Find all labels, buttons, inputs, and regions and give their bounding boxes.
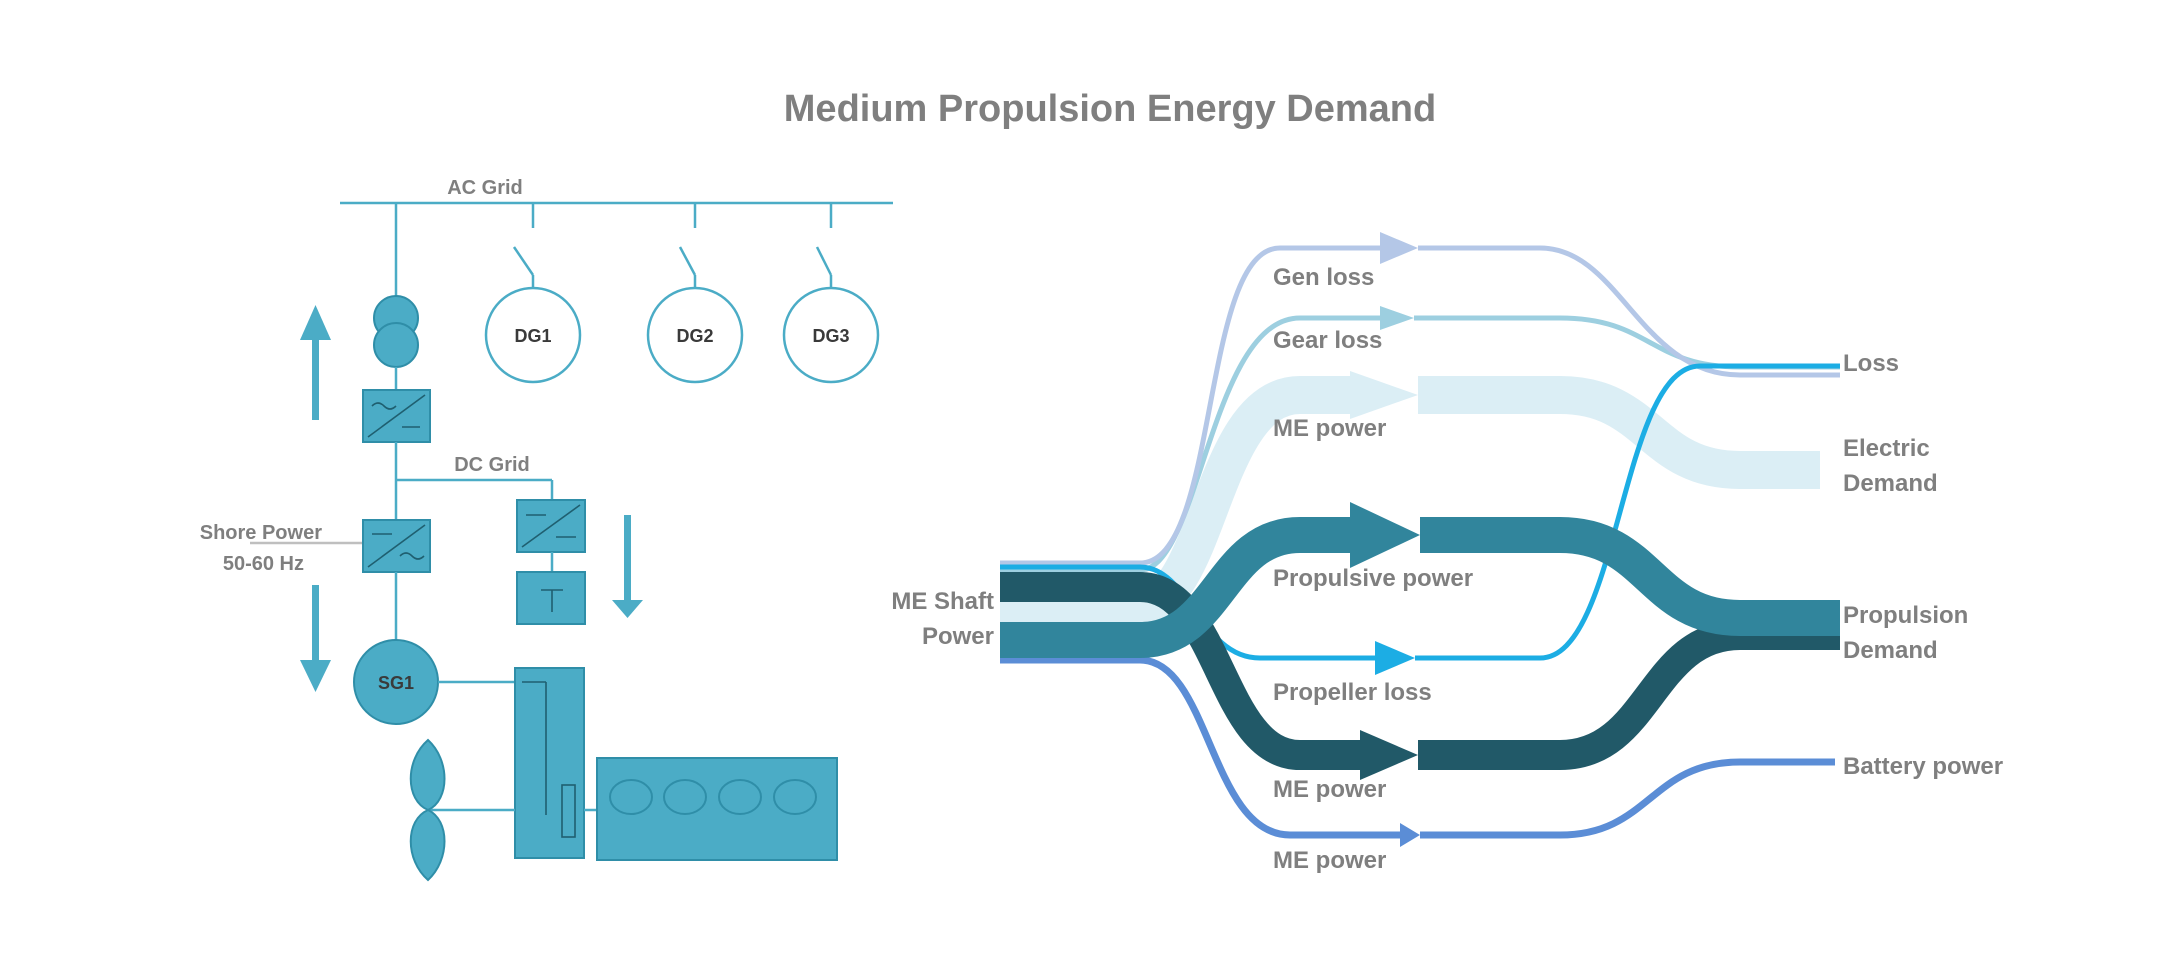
- shaft-generator-label: SG1: [378, 673, 414, 693]
- flow-gen-loss: [1000, 232, 1840, 566]
- flow-label-gen-loss: Gen loss: [1273, 264, 1374, 291]
- sink-label-propulsion-line2: Demand: [1843, 637, 1938, 664]
- shore-power-label: Shore Power: [200, 522, 322, 544]
- ac-grid-label: AC Grid: [447, 177, 523, 199]
- flow-label-me-power-battery: ME power: [1273, 847, 1386, 874]
- flow-propulsive-power: [1000, 502, 1840, 658]
- arrow-down-icon: [612, 515, 643, 618]
- dc-ac-converter-icon: [362, 519, 431, 573]
- arrow-up-icon: [300, 305, 331, 420]
- flow-label-me-power-electric: ME power: [1273, 415, 1386, 442]
- generator-label: DG1: [514, 326, 551, 346]
- diesel-generator-2: DG2: [646, 203, 744, 384]
- gearbox-icon: [514, 667, 585, 859]
- diesel-generator-3: DG3: [782, 203, 880, 384]
- sink-label-propulsion: Propulsion: [1843, 602, 1968, 629]
- generator-label: DG3: [812, 326, 849, 346]
- main-engine-icon: [584, 757, 838, 861]
- sankey-flows: [1000, 232, 1840, 847]
- flow-me-power-battery: [1000, 656, 1835, 847]
- flow-label-propeller-loss: Propeller loss: [1273, 679, 1432, 706]
- propeller-icon: [409, 738, 446, 882]
- source-label-line2: Power: [922, 623, 994, 650]
- arrow-down-icon: [300, 585, 331, 692]
- page-title: Medium Propulsion Energy Demand: [784, 88, 1436, 130]
- shaft-generator-icon: SG1: [353, 639, 439, 725]
- ac-dc-converter-icon: [362, 389, 431, 443]
- flow-label-me-power-propulsion: ME power: [1273, 776, 1386, 803]
- battery-icon: [516, 571, 586, 625]
- generator-label: DG2: [676, 326, 713, 346]
- flow-label-gear-loss: Gear loss: [1273, 327, 1382, 354]
- transformer-icon: [373, 295, 419, 368]
- sink-label-loss: Loss: [1843, 350, 1899, 377]
- sink-label-electric-line2: Demand: [1843, 470, 1938, 497]
- diesel-generator-1: DG1: [484, 203, 582, 384]
- power-schematic: AC Grid DC Grid: [200, 177, 893, 882]
- shore-power-frequency: 50-60 Hz: [223, 553, 304, 575]
- dc-grid-label: DC Grid: [454, 454, 530, 476]
- dc-dc-converter-icon: [516, 499, 586, 553]
- sink-label-electric: Electric: [1843, 435, 1930, 462]
- sink-label-battery: Battery power: [1843, 753, 2003, 780]
- flow-label-propulsive-power: Propulsive power: [1273, 565, 1473, 592]
- sankey-labels: ME Shaft Power Gen loss Gear loss ME pow…: [891, 264, 2003, 874]
- source-label: ME Shaft: [891, 588, 994, 615]
- flow-me-power-propulsion: [1000, 572, 1840, 780]
